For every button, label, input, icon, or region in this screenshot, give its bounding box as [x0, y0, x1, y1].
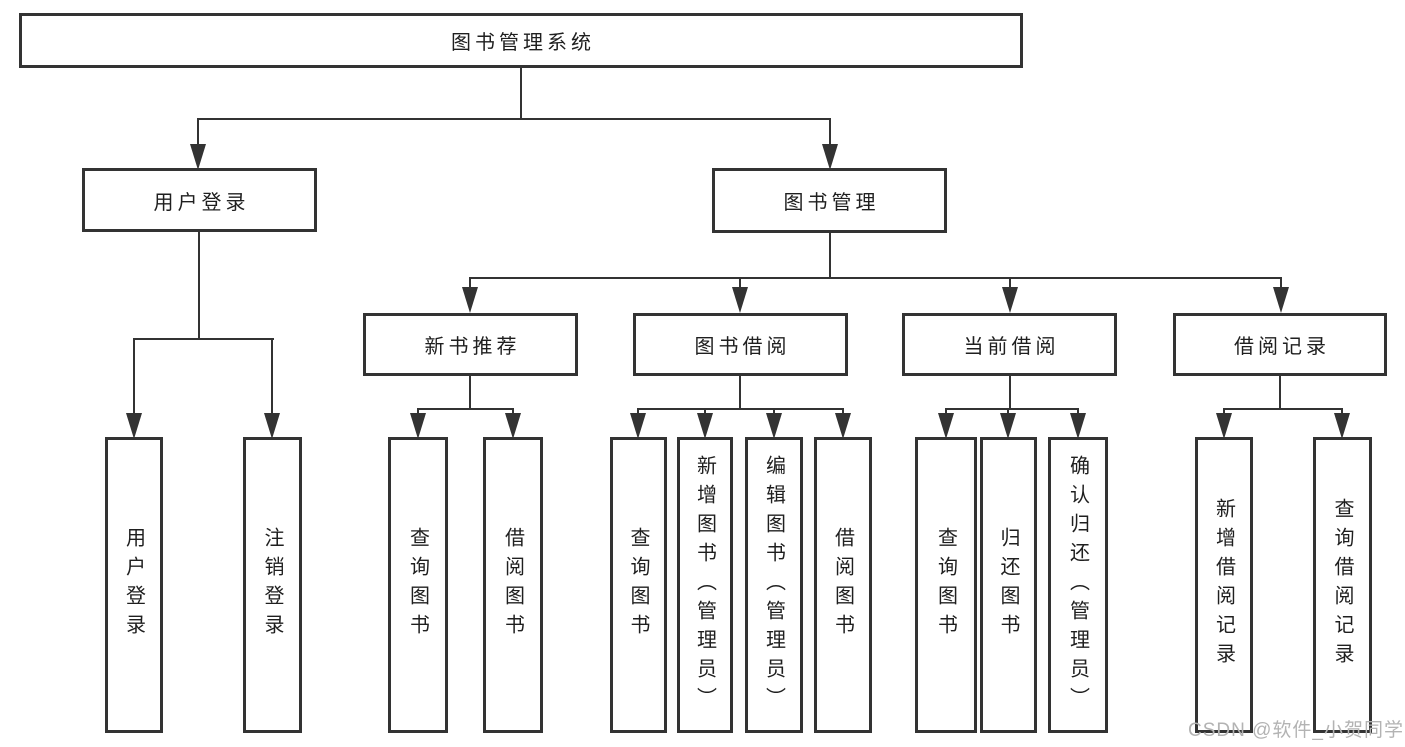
node-leaf-user-login: 用户登录: [105, 437, 163, 733]
connector-line: [773, 408, 775, 415]
connector-line: [739, 277, 741, 289]
node-leaf-newbook-borrow: 借阅图书: [483, 437, 543, 733]
node-leaf-borrow-borrow: 借阅图书: [814, 437, 872, 733]
node-label: 图书借阅: [694, 336, 791, 358]
node-label: 用户登录: [122, 527, 145, 643]
connector-line: [945, 408, 947, 415]
node-label: 查询图书: [934, 527, 957, 643]
arrowhead-icon: [822, 144, 838, 170]
node-label: 当前借阅: [963, 336, 1060, 358]
node-borrowing-records: 借阅记录: [1173, 313, 1387, 376]
connector-line: [133, 338, 135, 415]
arrowhead-icon: [1002, 287, 1018, 313]
connector-line: [512, 408, 514, 415]
arrowhead-icon: [938, 413, 954, 439]
arrowhead-icon: [630, 413, 646, 439]
node-label: 新增图书（管理员）: [693, 454, 716, 716]
node-new-book-recommend: 新书推荐: [363, 313, 578, 376]
arrowhead-icon: [1334, 413, 1350, 439]
connector-line: [1007, 408, 1009, 415]
connector-line: [1077, 408, 1079, 415]
connector-line: [739, 375, 741, 408]
node-label: 图书管理: [783, 192, 880, 214]
connector-line: [271, 338, 273, 415]
node-leaf-current-return: 归还图书: [980, 437, 1037, 733]
node-label: 借阅图书: [831, 527, 854, 643]
arrowhead-icon: [766, 413, 782, 439]
node-label: 查询图书: [627, 527, 649, 643]
connector-line: [829, 232, 831, 277]
node-label: 用户登录: [153, 191, 250, 214]
connector-line: [829, 118, 831, 146]
arrowhead-icon: [1273, 287, 1289, 313]
node-leaf-newbook-query: 查询图书: [388, 437, 448, 733]
connector-line: [469, 375, 471, 408]
node-label: 借阅图书: [501, 527, 524, 643]
connector-line: [197, 118, 831, 120]
node-leaf-record-add: 新增借阅记录: [1195, 437, 1253, 733]
csdn-watermark: CSDN @软件_小贺同学: [1188, 720, 1404, 741]
connector-line: [198, 231, 200, 338]
node-leaf-borrow-add-admin: 新增图书（管理员）: [677, 437, 733, 733]
arrowhead-icon: [190, 144, 206, 170]
node-label: 注销登录: [261, 527, 283, 643]
connector-line: [417, 408, 514, 410]
arrowhead-icon: [462, 287, 478, 313]
connector-line: [1341, 408, 1343, 415]
node-root-library-system: 图书管理系统: [19, 13, 1023, 68]
connector-line: [1280, 277, 1282, 289]
node-leaf-record-query: 查询借阅记录: [1313, 437, 1372, 733]
connector-line: [637, 408, 844, 410]
node-label: 图书管理系统: [451, 32, 595, 54]
node-label: 查询借阅记录: [1331, 498, 1353, 672]
node-leaf-logout: 注销登录: [243, 437, 302, 733]
connector-line: [1009, 375, 1011, 408]
arrowhead-icon: [410, 413, 426, 439]
node-user-login: 用户登录: [82, 168, 317, 232]
connector-line: [197, 118, 199, 146]
connector-line: [842, 408, 844, 415]
node-leaf-current-query: 查询图书: [915, 437, 977, 733]
node-label: 归还图书: [997, 527, 1019, 643]
node-leaf-borrow-query: 查询图书: [610, 437, 667, 733]
connector-line: [945, 408, 1078, 410]
node-book-management: 图书管理: [712, 168, 947, 233]
node-label: 编辑图书（管理员）: [762, 454, 785, 716]
arrowhead-icon: [835, 413, 851, 439]
arrowhead-icon: [732, 287, 748, 313]
connector-line: [417, 408, 419, 415]
connector-line: [1279, 375, 1281, 408]
node-label: 借阅记录: [1234, 336, 1330, 358]
connector-line: [1223, 408, 1225, 415]
node-label: 新增借阅记录: [1212, 498, 1235, 672]
node-label: 新书推荐: [424, 336, 521, 358]
connector-line: [1223, 408, 1343, 410]
arrowhead-icon: [1000, 413, 1016, 439]
connector-line: [637, 408, 639, 415]
arrowhead-icon: [697, 413, 713, 439]
connector-line: [704, 408, 706, 415]
arrowhead-icon: [126, 413, 142, 439]
node-leaf-current-confirm-admin: 确认归还（管理员）: [1048, 437, 1108, 733]
arrowhead-icon: [505, 413, 521, 439]
arrowhead-icon: [264, 413, 280, 439]
arrowhead-icon: [1216, 413, 1232, 439]
arrowhead-icon: [1070, 413, 1086, 439]
node-leaf-borrow-edit-admin: 编辑图书（管理员）: [745, 437, 803, 733]
node-label: 确认归还（管理员）: [1066, 454, 1089, 716]
connector-line: [520, 67, 522, 118]
node-label: 查询图书: [406, 527, 429, 643]
connector-line: [469, 277, 471, 289]
connector-line: [469, 277, 1282, 279]
node-current-borrowing: 当前借阅: [902, 313, 1117, 376]
node-book-borrowing: 图书借阅: [633, 313, 848, 376]
connector-line: [1009, 277, 1011, 289]
connector-line: [133, 338, 274, 340]
